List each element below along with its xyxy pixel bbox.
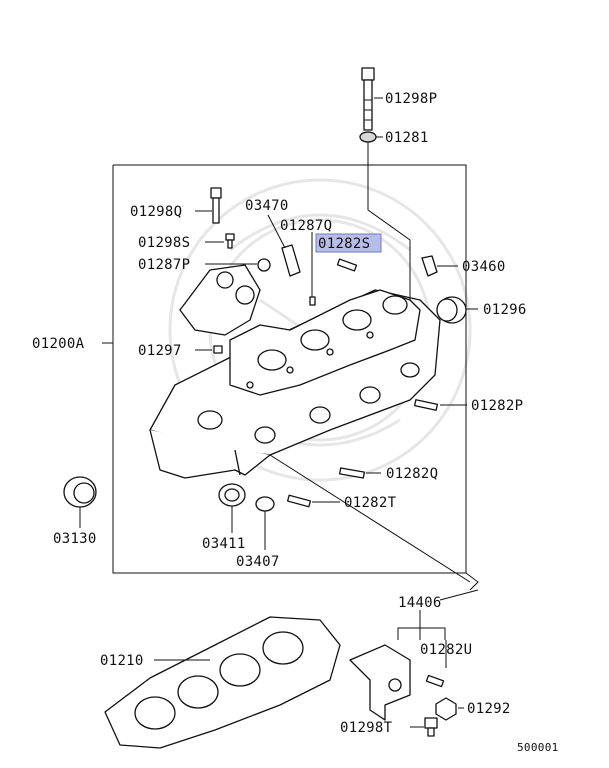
stud-01282Q[interactable] [339,467,365,479]
label-14406[interactable]: 14406 [398,595,442,611]
label-03470[interactable]: 03470 [245,198,289,214]
label-03460[interactable]: 03460 [462,259,506,275]
bracket-14406[interactable] [349,644,411,721]
bolt-01298S[interactable] [225,233,235,249]
label-03411[interactable]: 03411 [202,536,246,552]
tube-03470[interactable] [281,244,301,277]
label-01287Q[interactable]: 01287Q [280,218,332,234]
label-01200A[interactable]: 01200A [32,336,85,352]
diagram-id: 500001 [517,741,559,754]
label-01282T[interactable]: 01282T [344,495,397,511]
head-gasket-01210[interactable] [104,616,341,749]
washer-01281[interactable] [359,131,377,143]
stud-01282T[interactable] [286,494,312,508]
cylinder-head-01200A[interactable] [149,289,441,479]
highlight-01282S [315,233,382,253]
sensor-03460[interactable] [421,255,438,277]
label-01282S[interactable]: 01282S [318,236,370,252]
stud-01282S[interactable] [336,258,358,272]
bolt-01298T[interactable] [424,717,438,737]
seal-03130[interactable] [63,476,97,508]
label-03407[interactable]: 03407 [236,554,280,570]
bolt-01298P[interactable] [361,67,375,131]
plug-01297[interactable] [213,345,223,354]
label-01282P[interactable]: 01282P [471,398,523,414]
label-01298P[interactable]: 01298P [385,91,437,107]
label-01282Q[interactable]: 01282Q [386,466,438,482]
label-01281[interactable]: 01281 [385,130,429,146]
cam-housing[interactable] [179,264,261,336]
nut-01292[interactable] [435,697,457,721]
label-01298Q[interactable]: 01298Q [130,204,182,220]
label-01296[interactable]: 01296 [483,302,527,318]
bolt-01298Q[interactable] [210,187,222,224]
stud-01282U[interactable] [425,674,445,688]
label-01292[interactable]: 01292 [467,701,511,717]
label-01298T[interactable]: 01298T [340,720,393,736]
label-01287P[interactable]: 01287P [138,257,190,273]
label-03130[interactable]: 03130 [53,531,97,547]
cap-03407[interactable] [255,496,275,512]
label-01297[interactable]: 01297 [138,343,182,359]
label-01210[interactable]: 01210 [100,653,144,669]
pin-01287Q[interactable] [309,296,316,306]
label-01282U[interactable]: 01282U [420,642,472,658]
stud-01282P[interactable] [413,399,439,411]
plug-01287P[interactable] [257,258,271,272]
label-01298S[interactable]: 01298S [138,235,190,251]
